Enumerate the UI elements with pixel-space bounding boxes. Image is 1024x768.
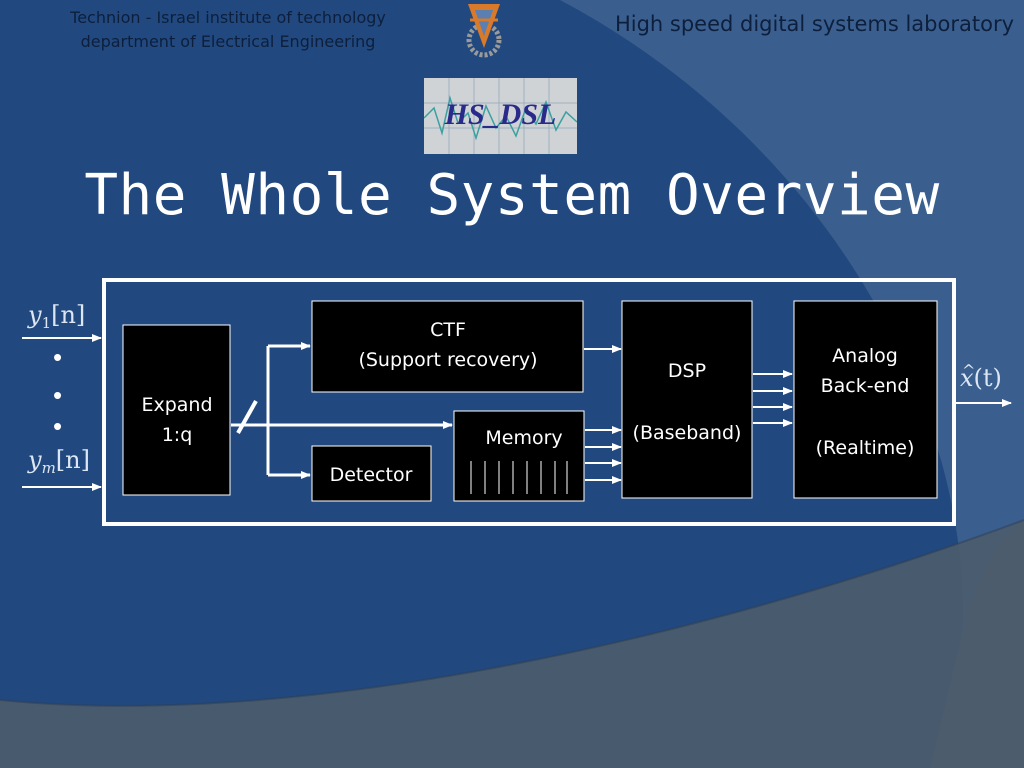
technion-emblem-icon xyxy=(466,4,502,58)
memory-to-dsp-arrows xyxy=(585,426,622,484)
input-last-label: ym[n] xyxy=(27,446,90,477)
memory-label: Memory xyxy=(485,427,562,449)
input-first-label: y1[n] xyxy=(27,301,85,332)
memory-cells xyxy=(470,461,568,494)
institution-header: Technion - Israel institute of technolog… xyxy=(60,6,396,54)
system-frame xyxy=(102,278,956,526)
expand-label-line2: 1:q xyxy=(162,424,193,446)
bus-slash xyxy=(236,400,258,434)
detector-block xyxy=(311,445,432,502)
dsp-to-analog-arrows xyxy=(753,370,793,427)
expand-block xyxy=(122,324,231,496)
input-dot-3: • xyxy=(53,411,62,441)
input-dot-2: • xyxy=(53,380,62,410)
ctf-block xyxy=(311,300,584,393)
analog-label-line3: (Realtime) xyxy=(816,437,915,459)
output-hat: ^ xyxy=(962,361,975,380)
analog-label-line2: Back-end xyxy=(821,375,910,397)
ctf-label-line1: CTF xyxy=(430,319,466,341)
lab-name: High speed digital systems laboratory xyxy=(614,12,1014,36)
ctf-label-line2: (Support recovery) xyxy=(358,349,537,371)
detector-label: Detector xyxy=(330,464,413,486)
institution-line2: department of Electrical Engineering xyxy=(80,32,376,51)
dsp-block xyxy=(621,300,753,499)
dsp-label-line1: DSP xyxy=(668,360,706,382)
institution-line1: Technion - Israel institute of technolog… xyxy=(70,8,386,27)
expand-label-line1: Expand xyxy=(141,394,212,416)
page-title: The Whole System Overview xyxy=(84,163,940,228)
analog-label-line1: Analog xyxy=(832,345,898,367)
memory-block xyxy=(453,410,585,502)
input-dot-1: • xyxy=(53,342,62,372)
lab-logo: HS_DSL xyxy=(424,78,577,154)
dsp-label-line2: (Baseband) xyxy=(633,422,742,444)
output-label: x(t) xyxy=(960,364,1002,392)
analog-backend-block xyxy=(793,300,938,499)
